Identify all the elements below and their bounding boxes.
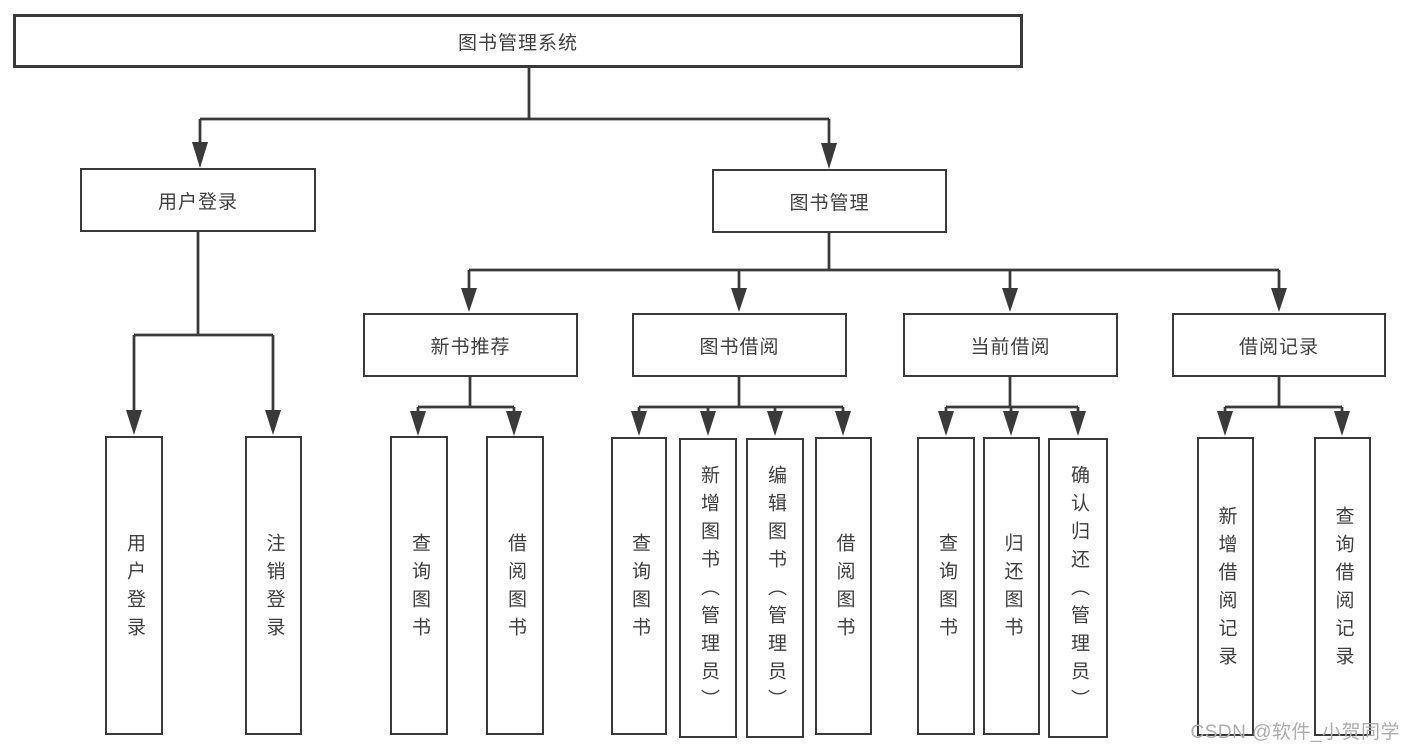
connector-current-borrow-to-leaves	[938, 377, 1086, 436]
leaf-logout-login: 注销登录	[245, 436, 302, 735]
node-current-borrow: 当前借阅	[903, 313, 1118, 377]
node-borrow-records: 借阅记录	[1172, 313, 1386, 377]
leaf-borrow-edit-books-admin: 编辑图书（管理员）	[746, 438, 804, 738]
connector-borrow-records-to-leaves	[1217, 377, 1350, 436]
connector-book-management-to-level3	[461, 233, 1287, 312]
leaf-records-add-record: 新增借阅记录	[1197, 437, 1254, 736]
node-user-login: 用户登录	[80, 168, 316, 232]
connector-new-book-recommend-to-leaves	[410, 377, 522, 436]
leaf-newbook-query-books: 查询图书	[390, 436, 448, 735]
node-new-book-recommend: 新书推荐	[363, 313, 578, 377]
leaf-borrow-add-books-admin: 新增图书（管理员）	[679, 438, 737, 738]
node-root-system: 图书管理系统	[13, 14, 1023, 68]
leaf-borrow-borrow-books: 借阅图书	[815, 437, 872, 735]
leaf-user-login: 用户登录	[105, 436, 163, 735]
leaf-current-return-books: 归还图书	[983, 437, 1040, 735]
node-book-management: 图书管理	[712, 169, 947, 233]
csdn-watermark: CSDN @软件_小贺同学	[1190, 722, 1400, 743]
leaf-current-query-books: 查询图书	[917, 437, 975, 735]
node-book-borrow: 图书借阅	[632, 313, 847, 377]
connector-user-login-to-leaves	[126, 232, 281, 435]
leaf-newbook-borrow-books: 借阅图书	[486, 436, 544, 735]
leaf-current-confirm-return-admin: 确认归还（管理员）	[1048, 438, 1108, 738]
leaf-borrow-query-books: 查询图书	[611, 437, 667, 735]
connector-book-borrow-to-leaves	[631, 377, 851, 436]
leaf-records-query-record: 查询借阅记录	[1314, 437, 1371, 736]
connector-root-to-level2	[192, 68, 837, 169]
